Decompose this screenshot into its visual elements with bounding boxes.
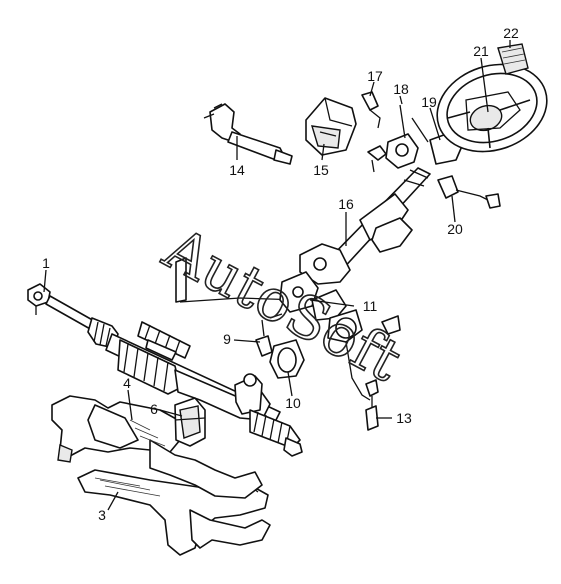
callout-22: 22 [503, 25, 519, 41]
part-6-mount-bracket [174, 397, 206, 447]
part-10-clamp [269, 339, 305, 379]
callout-19: 19 [421, 94, 437, 110]
part-20-connector [437, 175, 501, 209]
callout-13: 13 [396, 410, 412, 426]
callout-11: 11 [363, 298, 378, 314]
part-15-column-cover [305, 97, 357, 156]
part-21-steering-wheel [436, 63, 548, 153]
part-11-universal-joint [175, 257, 363, 343]
part-13-link [345, 315, 401, 431]
part-22-horn-pad [497, 43, 529, 75]
part-4-crossmember [51, 395, 263, 499]
callout-9: 9 [223, 331, 231, 347]
part-18-lock-cylinder [367, 104, 419, 173]
part-17-small-bracket [361, 91, 381, 129]
callout-20: 20 [447, 221, 463, 237]
leader-lines [43, 40, 511, 511]
callout-6: 6 [150, 401, 158, 417]
part-14-shaft [203, 103, 293, 165]
part-16-steering-column [299, 167, 431, 285]
callout-15: 15 [313, 162, 329, 178]
steering-rack [27, 283, 303, 457]
callout-18: 18 [393, 81, 409, 97]
callout-21: 21 [473, 43, 489, 59]
callout-16: 16 [338, 196, 354, 212]
callout-10: 10 [285, 395, 301, 411]
callout-3: 3 [98, 507, 106, 523]
callout-4: 4 [123, 375, 131, 391]
callout-14: 14 [229, 162, 245, 178]
callout-1: 1 [42, 255, 50, 271]
callout-17: 17 [367, 68, 383, 84]
